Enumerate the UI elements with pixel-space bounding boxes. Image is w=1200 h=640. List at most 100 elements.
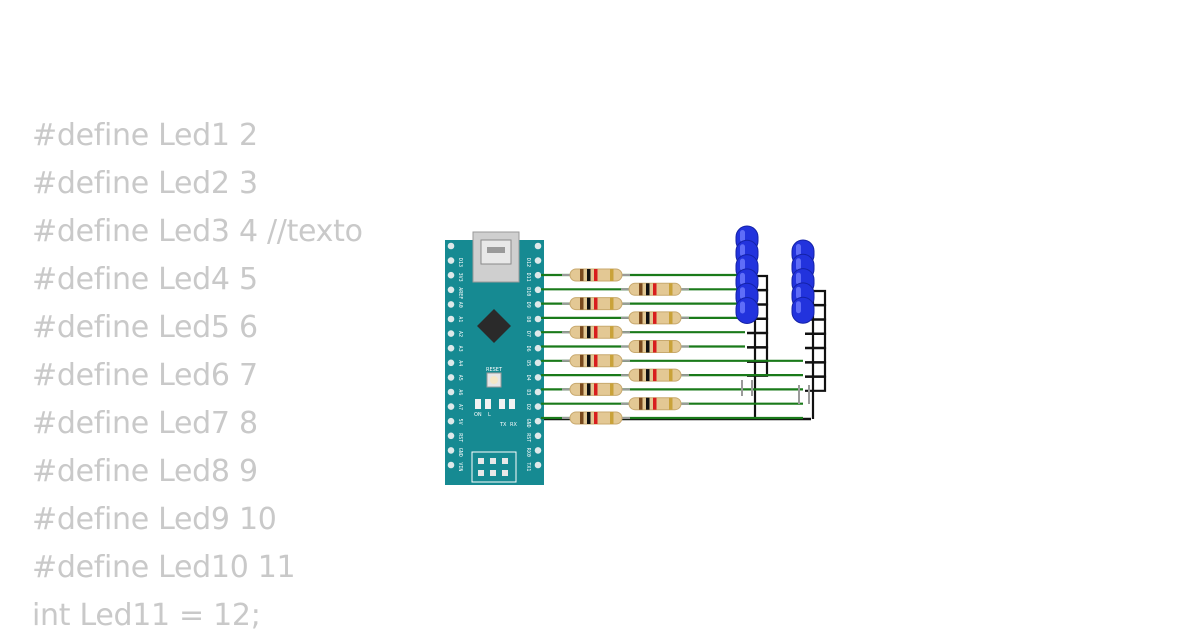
pin-hole — [534, 315, 542, 323]
resistor — [562, 268, 630, 282]
rx-label: RX — [510, 422, 517, 428]
resistor-band — [594, 269, 598, 281]
resistor — [562, 297, 630, 311]
blue-leds — [735, 225, 815, 404]
usb-port-slot — [487, 247, 505, 253]
resistor-band — [580, 412, 584, 424]
resistor-band — [669, 283, 673, 296]
led-highlight — [740, 258, 745, 271]
resistor — [562, 411, 630, 425]
pin-hole — [447, 388, 455, 396]
led-highlight — [796, 272, 801, 285]
resistor — [562, 354, 630, 368]
resistor-band — [587, 326, 591, 339]
pin-hole — [534, 447, 542, 454]
resistor-band — [610, 326, 614, 339]
resistor-band — [587, 383, 591, 396]
resistor-band — [653, 369, 657, 382]
pin-label: RST — [525, 433, 531, 442]
resistor-band — [610, 412, 614, 424]
resistor-band — [594, 354, 598, 367]
resistor — [621, 340, 689, 353]
pin-label: GND — [457, 448, 463, 457]
pin-hole — [447, 344, 455, 352]
pin-label: D9 — [525, 302, 531, 308]
resistor — [562, 382, 630, 396]
code-line: #define Led10 11 — [32, 550, 296, 585]
led-highlight — [740, 287, 745, 300]
pin-label: D13 — [457, 258, 463, 267]
pin-label: D6 — [525, 346, 531, 352]
code-line: #define Led7 8 — [32, 406, 258, 441]
pin-hole — [447, 417, 455, 425]
pin-hole — [534, 301, 542, 308]
pin-hole — [447, 271, 455, 279]
resistor-band — [580, 297, 584, 310]
icsp-pin — [490, 470, 496, 476]
resistor — [562, 325, 630, 339]
pin-hole — [534, 330, 542, 337]
pin-label: RST — [457, 433, 463, 442]
led-indicator-3 — [499, 399, 505, 409]
pin-label: D8 — [525, 316, 531, 322]
pin-label: D4 — [525, 375, 531, 381]
code-line: #define Led1 2 — [32, 118, 258, 153]
led-body — [791, 296, 815, 324]
mcu-chip — [477, 309, 511, 343]
resistor-band — [646, 283, 650, 296]
ground-wire — [805, 347, 827, 364]
resistor-band — [580, 354, 584, 367]
pin-label: A0 — [457, 302, 463, 308]
resistors — [562, 268, 689, 425]
blue-led — [791, 296, 815, 324]
pin-label: A6 — [457, 389, 463, 395]
pin-label: AREF — [457, 287, 463, 299]
pin-hole — [447, 447, 455, 454]
code-line: #define Led5 6 — [32, 310, 258, 345]
resistor-band — [594, 326, 598, 339]
led-indicator-4 — [509, 399, 515, 409]
resistor-band — [646, 340, 650, 353]
pin-hole — [447, 359, 455, 367]
resistor-band — [580, 326, 584, 339]
resistor — [621, 397, 689, 411]
resistor-band — [594, 412, 598, 424]
pin-hole — [534, 388, 542, 396]
arduino-nano-board: RESET ON L TX RX D133V3AREFA0A1A2A3A4A5A… — [445, 231, 544, 485]
led-highlight — [796, 301, 801, 314]
icsp-pins — [478, 458, 508, 476]
pin-hole — [534, 461, 542, 469]
code-line: #define Led2 3 — [32, 166, 258, 201]
ground-wire — [805, 375, 827, 392]
code-line: #define Led6 7 — [32, 358, 258, 393]
resistor-band — [653, 311, 657, 324]
pin-label: TX1 — [525, 462, 531, 471]
led-highlight — [740, 272, 745, 285]
resistor — [621, 311, 689, 325]
code-line: #define Led8 9 — [32, 454, 258, 489]
resistor-band — [653, 283, 657, 296]
pin-hole — [447, 403, 455, 410]
reset-button-cap — [490, 376, 498, 384]
on-label: ON — [474, 412, 482, 418]
led-highlight — [740, 301, 745, 314]
led-highlight — [740, 244, 745, 257]
pin-hole — [534, 432, 542, 440]
resistor-band — [587, 354, 591, 367]
pin-hole — [447, 315, 455, 323]
resistor-band — [610, 297, 614, 310]
resistor-band — [653, 397, 657, 410]
icsp-pin — [502, 470, 508, 476]
pin-label: RX0 — [525, 448, 531, 457]
resistor-band — [639, 397, 643, 410]
resistor-band — [639, 369, 643, 382]
ground-wire — [747, 346, 769, 363]
pin-hole — [534, 271, 542, 279]
pin-label: A2 — [457, 331, 463, 337]
resistor-band — [580, 269, 584, 281]
pin-label: D7 — [525, 331, 531, 337]
resistor — [621, 368, 689, 382]
